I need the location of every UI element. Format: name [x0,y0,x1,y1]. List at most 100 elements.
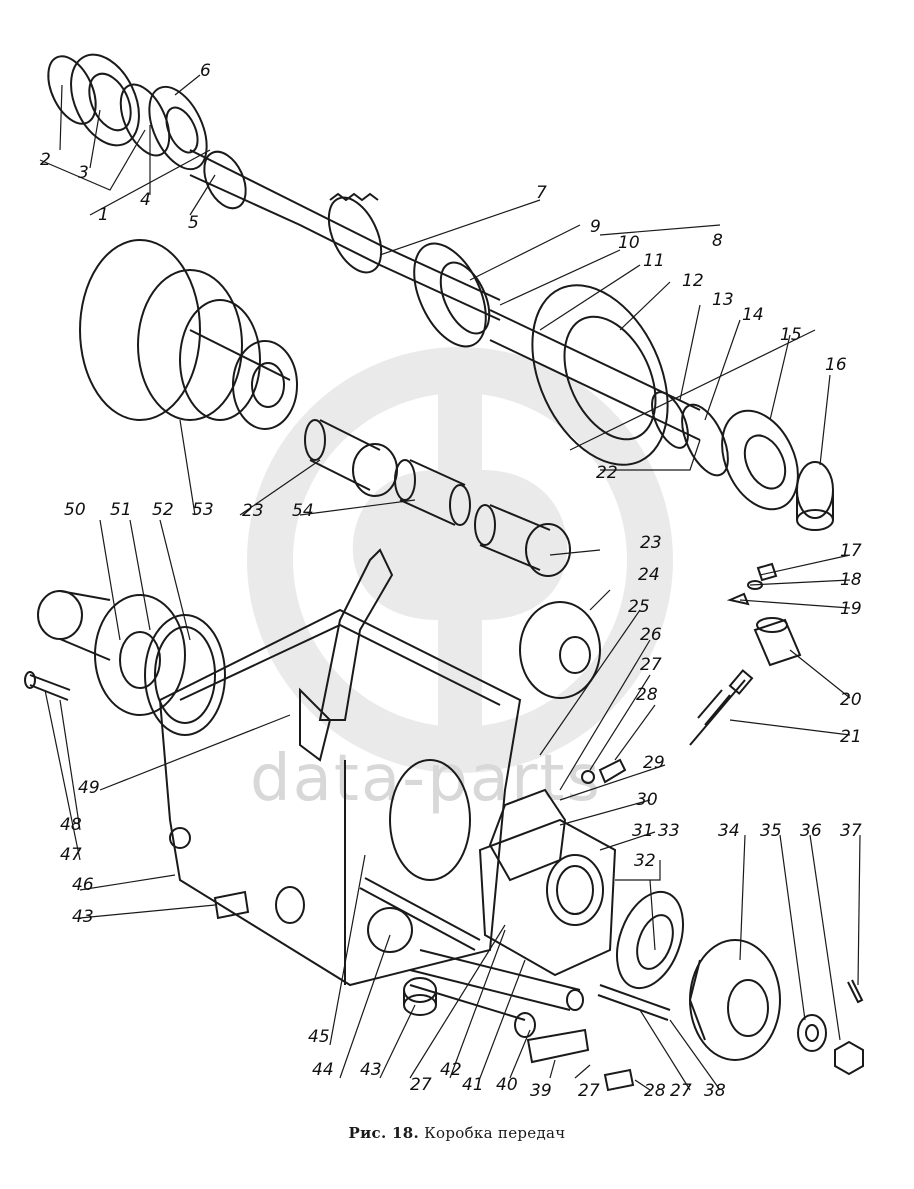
watermark-logo [247,347,673,773]
gasket-52 [144,614,226,736]
flange-34 [688,939,781,1061]
callout-37: 37 [840,821,862,841]
bolt-28b [603,1068,635,1092]
callout-8: 8 [712,231,723,251]
washer-27 [581,770,595,784]
callout-23b: 23 [640,533,662,553]
drive-gear-21 [689,669,754,746]
callout-39: 39 [530,1081,552,1101]
axis-40 [409,984,536,1038]
callout-52: 52 [152,500,174,520]
gasket-29 [488,788,567,882]
callout-26: 26 [640,625,662,645]
callout-4: 4 [140,190,151,210]
bushing-20 [753,617,802,667]
callout-30: 30 [636,790,658,810]
caption-text: Коробка передач [424,1124,566,1142]
bolt-47 [24,671,71,701]
callout-43a: 43 [72,907,94,927]
callout-1: 1 [98,205,109,225]
callout-labels: 1 2 3 4 5 6 7 8 9 10 11 12 13 14 15 16 1… [40,61,862,1101]
shaft-axis-44 [359,877,481,951]
callout-50: 50 [64,500,86,520]
cotter-pin-37 [847,979,864,1004]
callout-29: 29 [643,753,665,773]
shift-fork-49 [299,548,394,762]
watermark-text: data-parts [250,742,602,816]
callout-33: 33 [658,821,680,841]
callout-45: 45 [308,1027,330,1047]
callout-25: 25 [628,597,650,617]
callout-14: 14 [742,305,764,325]
lock-plate-39 [526,1028,590,1064]
reverse-gear-24 [519,601,601,699]
gear-12 [531,284,669,466]
primary-shaft-5 [189,149,501,321]
roller-bearing-23b [474,504,571,577]
stud-38 [597,984,671,1021]
callout-15: 15 [780,325,802,345]
callout-27b: 27 [578,1081,600,1101]
callout-46: 46 [72,875,94,895]
callout-28b: 28 [644,1081,666,1101]
callout-41: 41 [462,1075,484,1095]
callout-27a: 27 [640,655,662,675]
callout-32: 32 [634,851,656,871]
callout-19: 19 [840,599,862,619]
callout-9: 9 [590,217,601,237]
spacer-54 [394,459,471,526]
plug-43a [213,890,250,920]
callout-16: 16 [825,355,847,375]
callout-40: 40 [496,1075,518,1095]
callout-44: 44 [312,1060,334,1080]
callout-5: 5 [188,213,199,233]
reverse-axis-41 [409,949,584,1011]
callout-51: 51 [110,500,132,520]
callout-42: 42 [440,1060,462,1080]
bearing-3 [70,53,140,147]
leader-lines [39,74,861,1091]
callout-10: 10 [618,233,640,253]
callout-17: 17 [840,541,862,561]
callout-12: 12 [682,271,704,291]
bolt-28a [598,758,627,784]
callout-21: 21 [840,727,862,747]
callout-48: 48 [60,815,82,835]
callout-49: 49 [78,778,100,798]
callout-11: 11 [643,251,665,271]
bolt-17 [756,562,778,582]
plug-43b [403,977,437,1016]
gear-9 [413,242,491,348]
callout-24: 24 [638,565,660,585]
callout-2: 2 [40,150,51,170]
figure-caption: Рис. 18. Коробка передач [0,1124,914,1142]
callout-35: 35 [760,821,782,841]
seal-32 [616,890,684,990]
ring-4 [119,83,171,157]
roller-bearing-23a [304,419,398,497]
plate-19 [726,592,750,606]
callout-28a: 28 [636,685,658,705]
ring-14 [681,403,729,477]
callout-43b: 43 [360,1060,382,1080]
callout-27d: 27 [670,1081,692,1101]
callout-22: 22 [596,463,618,483]
callout-31: 31 [632,821,654,841]
caption-prefix: Рис. 18. [348,1124,420,1142]
callout-53: 53 [192,500,214,520]
gear-block-53 [79,239,298,430]
washer-35 [797,1014,827,1052]
callout-36: 36 [800,821,822,841]
callout-6: 6 [200,61,211,81]
bearing-15 [721,409,799,511]
bearing-cover-51 [37,590,186,716]
nut-36 [834,1040,864,1076]
sleeve-16 [796,461,834,531]
callout-20: 20 [840,690,862,710]
callout-54: 54 [292,501,314,521]
rear-cover-31 [478,818,617,977]
callout-7: 7 [536,183,547,203]
callout-38: 38 [704,1081,726,1101]
callout-18: 18 [840,570,862,590]
